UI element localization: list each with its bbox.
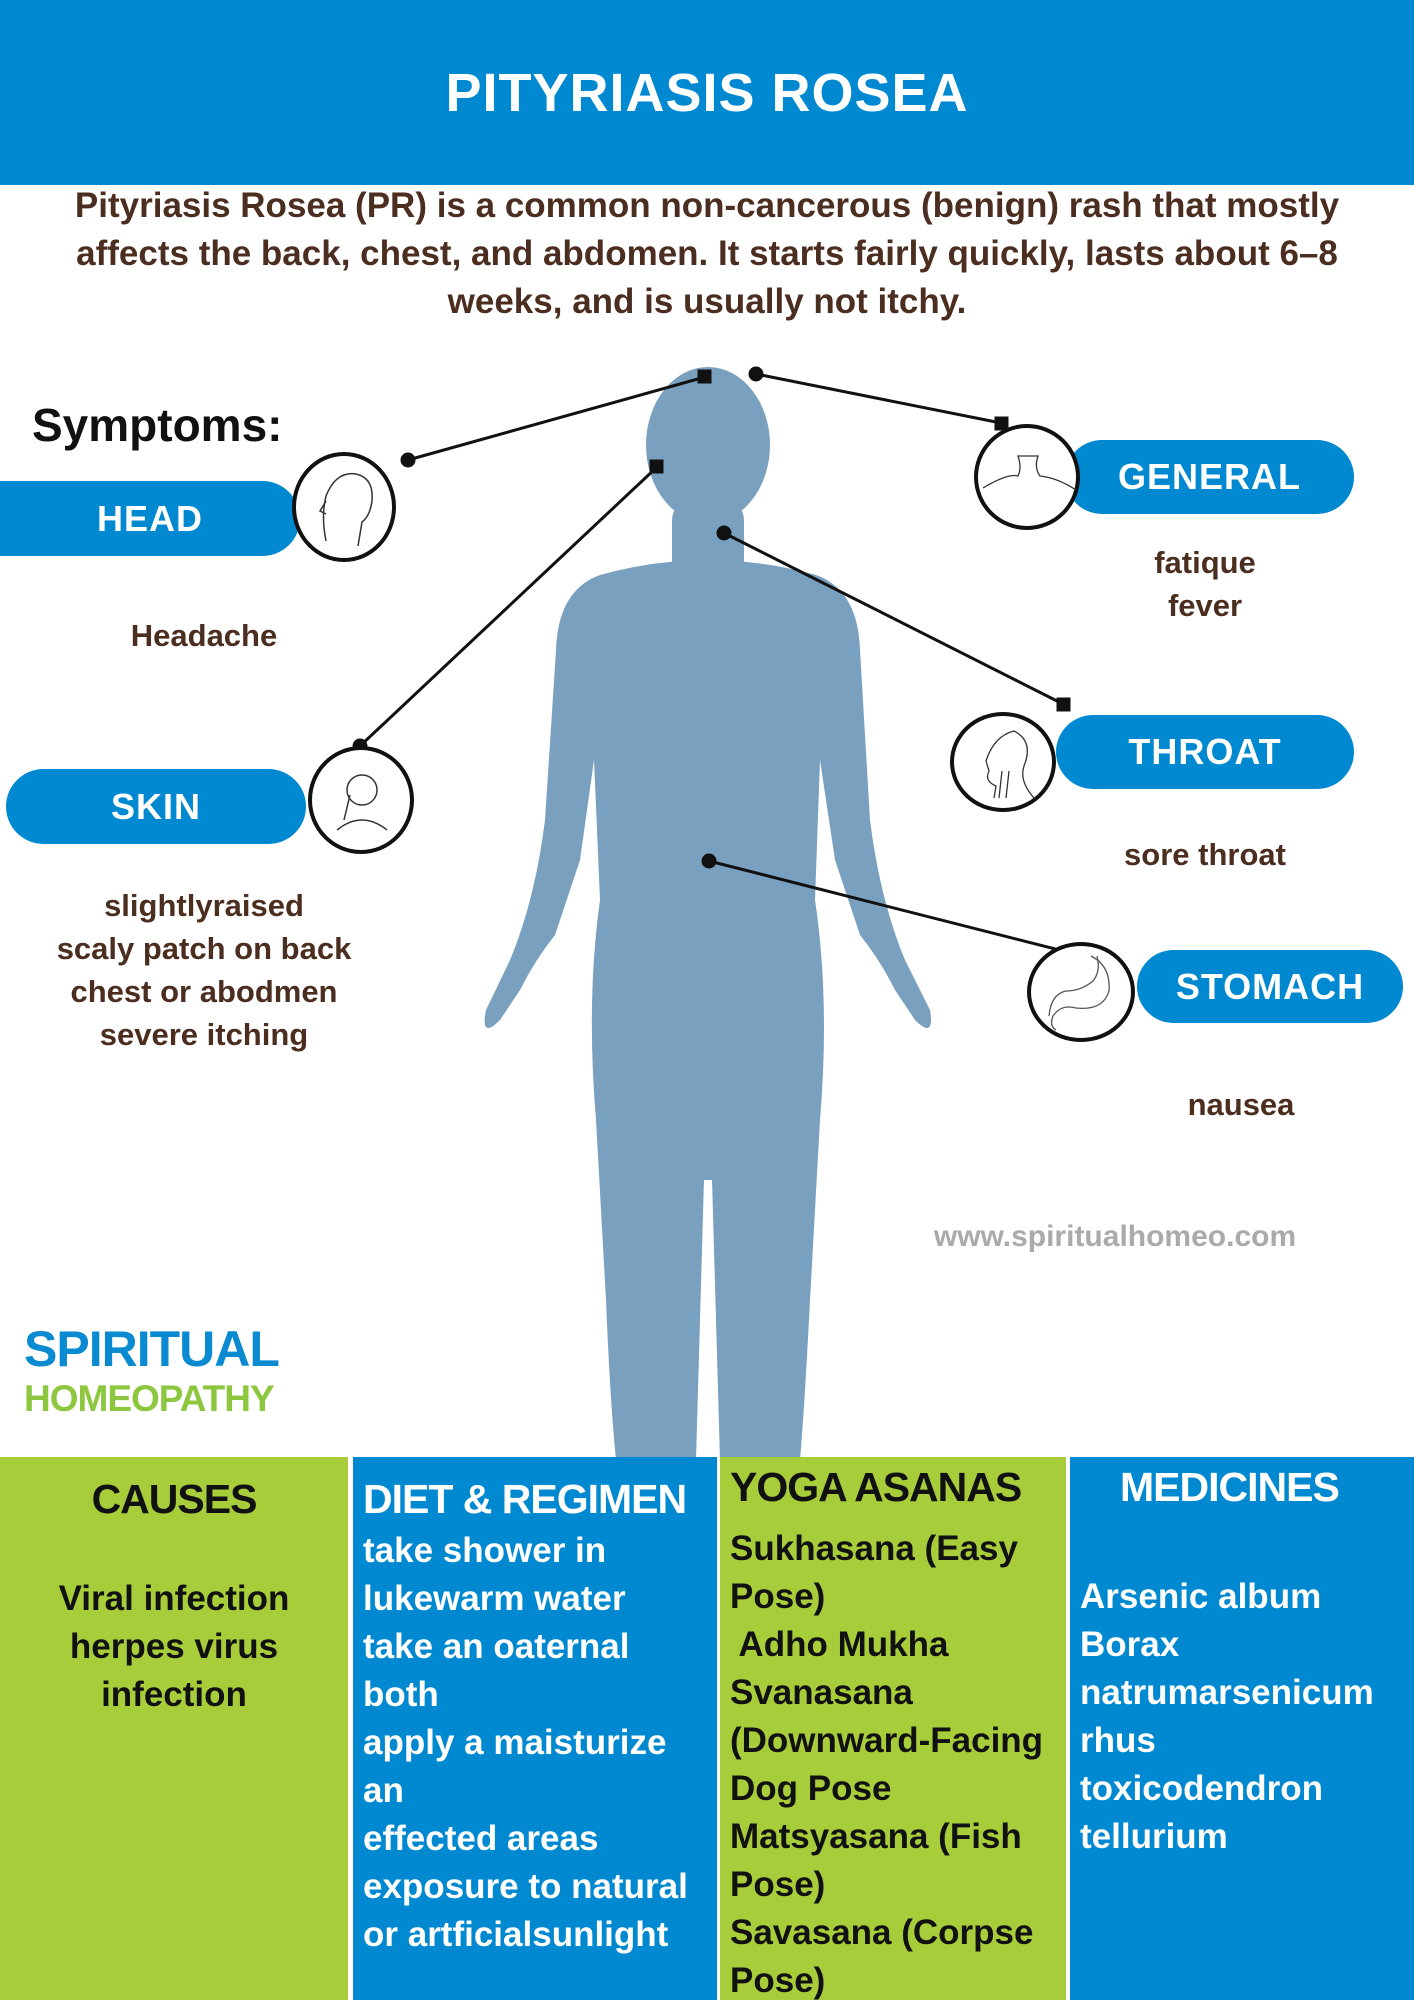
medicines-column: MEDICINES Arsenic album Borax natrumarse… <box>1070 1457 1414 2000</box>
causes-heading: CAUSES <box>91 1476 258 1522</box>
stomach-pill: STOMACH <box>1137 950 1403 1023</box>
cause-item: infection <box>101 1675 247 1714</box>
head-symptom: Headache <box>130 618 278 653</box>
yoga-item: (Downward-Facing <box>730 1721 1044 1760</box>
yoga-item: Dog Pose <box>730 1769 892 1808</box>
stomach-symptom: nausea <box>1187 1087 1295 1122</box>
diet-item: both <box>363 1675 439 1714</box>
yoga-item: Savasana (Corpse <box>730 1913 1034 1952</box>
throat-symptom: sore throat <box>1124 837 1286 872</box>
medicine-item: rhus <box>1080 1721 1156 1760</box>
face-touch-icon <box>308 746 414 854</box>
skin-pill: SKIN <box>6 769 306 844</box>
yoga-heading: YOGA ASANAS <box>730 1464 1022 1510</box>
neck-shoulders-icon <box>974 424 1080 530</box>
diet-heading: DIET & REGIMEN <box>363 1476 687 1522</box>
diet-column: DIET & REGIMEN take shower in lukewarm w… <box>353 1457 717 2000</box>
skin-symptom: chest or abodmen <box>70 974 338 1009</box>
intro-text: Pityriasis Rosea (PR) is a common non-ca… <box>0 182 1414 326</box>
intro-line: weeks, and is usually not itchy. <box>447 282 967 321</box>
intro-line: Pityriasis Rosea (PR) is a common non-ca… <box>74 186 1340 225</box>
causes-column: CAUSES Viral infection herpes virus infe… <box>0 1457 348 2000</box>
medicine-item: Arsenic album <box>1080 1577 1322 1616</box>
yoga-item: Pose) <box>730 1865 826 1904</box>
cause-item: herpes virus <box>69 1627 279 1666</box>
intro-line: affects the back, chest, and abdomen. It… <box>76 234 1338 273</box>
diet-item: take shower in <box>363 1531 607 1570</box>
connector-lines <box>352 366 1083 962</box>
body-diagram <box>352 366 1083 1460</box>
yoga-item: Sukhasana (Easy <box>730 1529 1018 1568</box>
logo-spiritual: SPIRITUAL <box>24 1321 280 1377</box>
general-pill: GENERAL <box>1065 440 1354 514</box>
yoga-item: Pose) <box>730 1961 826 2000</box>
medicine-item: natrumarsenicum <box>1080 1673 1374 1712</box>
stomach-icon <box>1027 942 1135 1042</box>
diet-item: or artficialsunlight <box>363 1915 669 1954</box>
yoga-item: Pose) <box>730 1577 826 1616</box>
medicines-heading: MEDICINES <box>1120 1464 1340 1510</box>
general-symptom: fatique <box>1154 545 1256 580</box>
skin-symptom: slightlyraised <box>104 888 304 923</box>
throat-anatomy-icon <box>950 712 1056 812</box>
head-pill: HEAD <box>0 481 300 556</box>
diet-item: take an oaternal <box>363 1627 630 1666</box>
page-title: PITYRIASIS ROSEA <box>0 0 1414 185</box>
yoga-item: Svanasana <box>730 1673 913 1712</box>
head-profile-icon <box>292 452 396 562</box>
skin-symptom: severe itching <box>99 1017 309 1052</box>
human-silhouette <box>484 367 931 1460</box>
diet-item: exposure to natural <box>363 1867 688 1906</box>
yoga-item: Adho Mukha <box>730 1625 949 1664</box>
website-url: www.spiritualhomeo.com <box>933 1220 1297 1253</box>
logo-homeopathy: HOMEOPATHY <box>24 1378 275 1419</box>
general-symptom: fever <box>1167 588 1243 623</box>
throat-pill: THROAT <box>1056 715 1354 789</box>
diet-item: effected areas <box>363 1819 599 1858</box>
diet-item: lukewarm water <box>363 1579 626 1618</box>
skin-symptoms: slightlyraised scaly patch on back chest… <box>24 884 384 1056</box>
cause-item: Viral infection <box>58 1579 290 1618</box>
medicine-item: Borax <box>1080 1625 1180 1664</box>
diet-item: apply a maisturize <box>363 1723 667 1762</box>
skin-symptom: scaly patch on back <box>56 931 352 966</box>
symptoms-heading: Symptoms: <box>32 399 283 451</box>
diet-item: an <box>363 1771 404 1810</box>
medicine-item: toxicodendron <box>1080 1769 1324 1808</box>
yoga-column: YOGA ASANAS Sukhasana (Easy Pose) Adho M… <box>720 1457 1066 2000</box>
yoga-item: Matsyasana (Fish <box>730 1817 1022 1856</box>
general-symptoms: fatique fever <box>1055 541 1355 627</box>
medicine-item: tellurium <box>1080 1817 1228 1856</box>
